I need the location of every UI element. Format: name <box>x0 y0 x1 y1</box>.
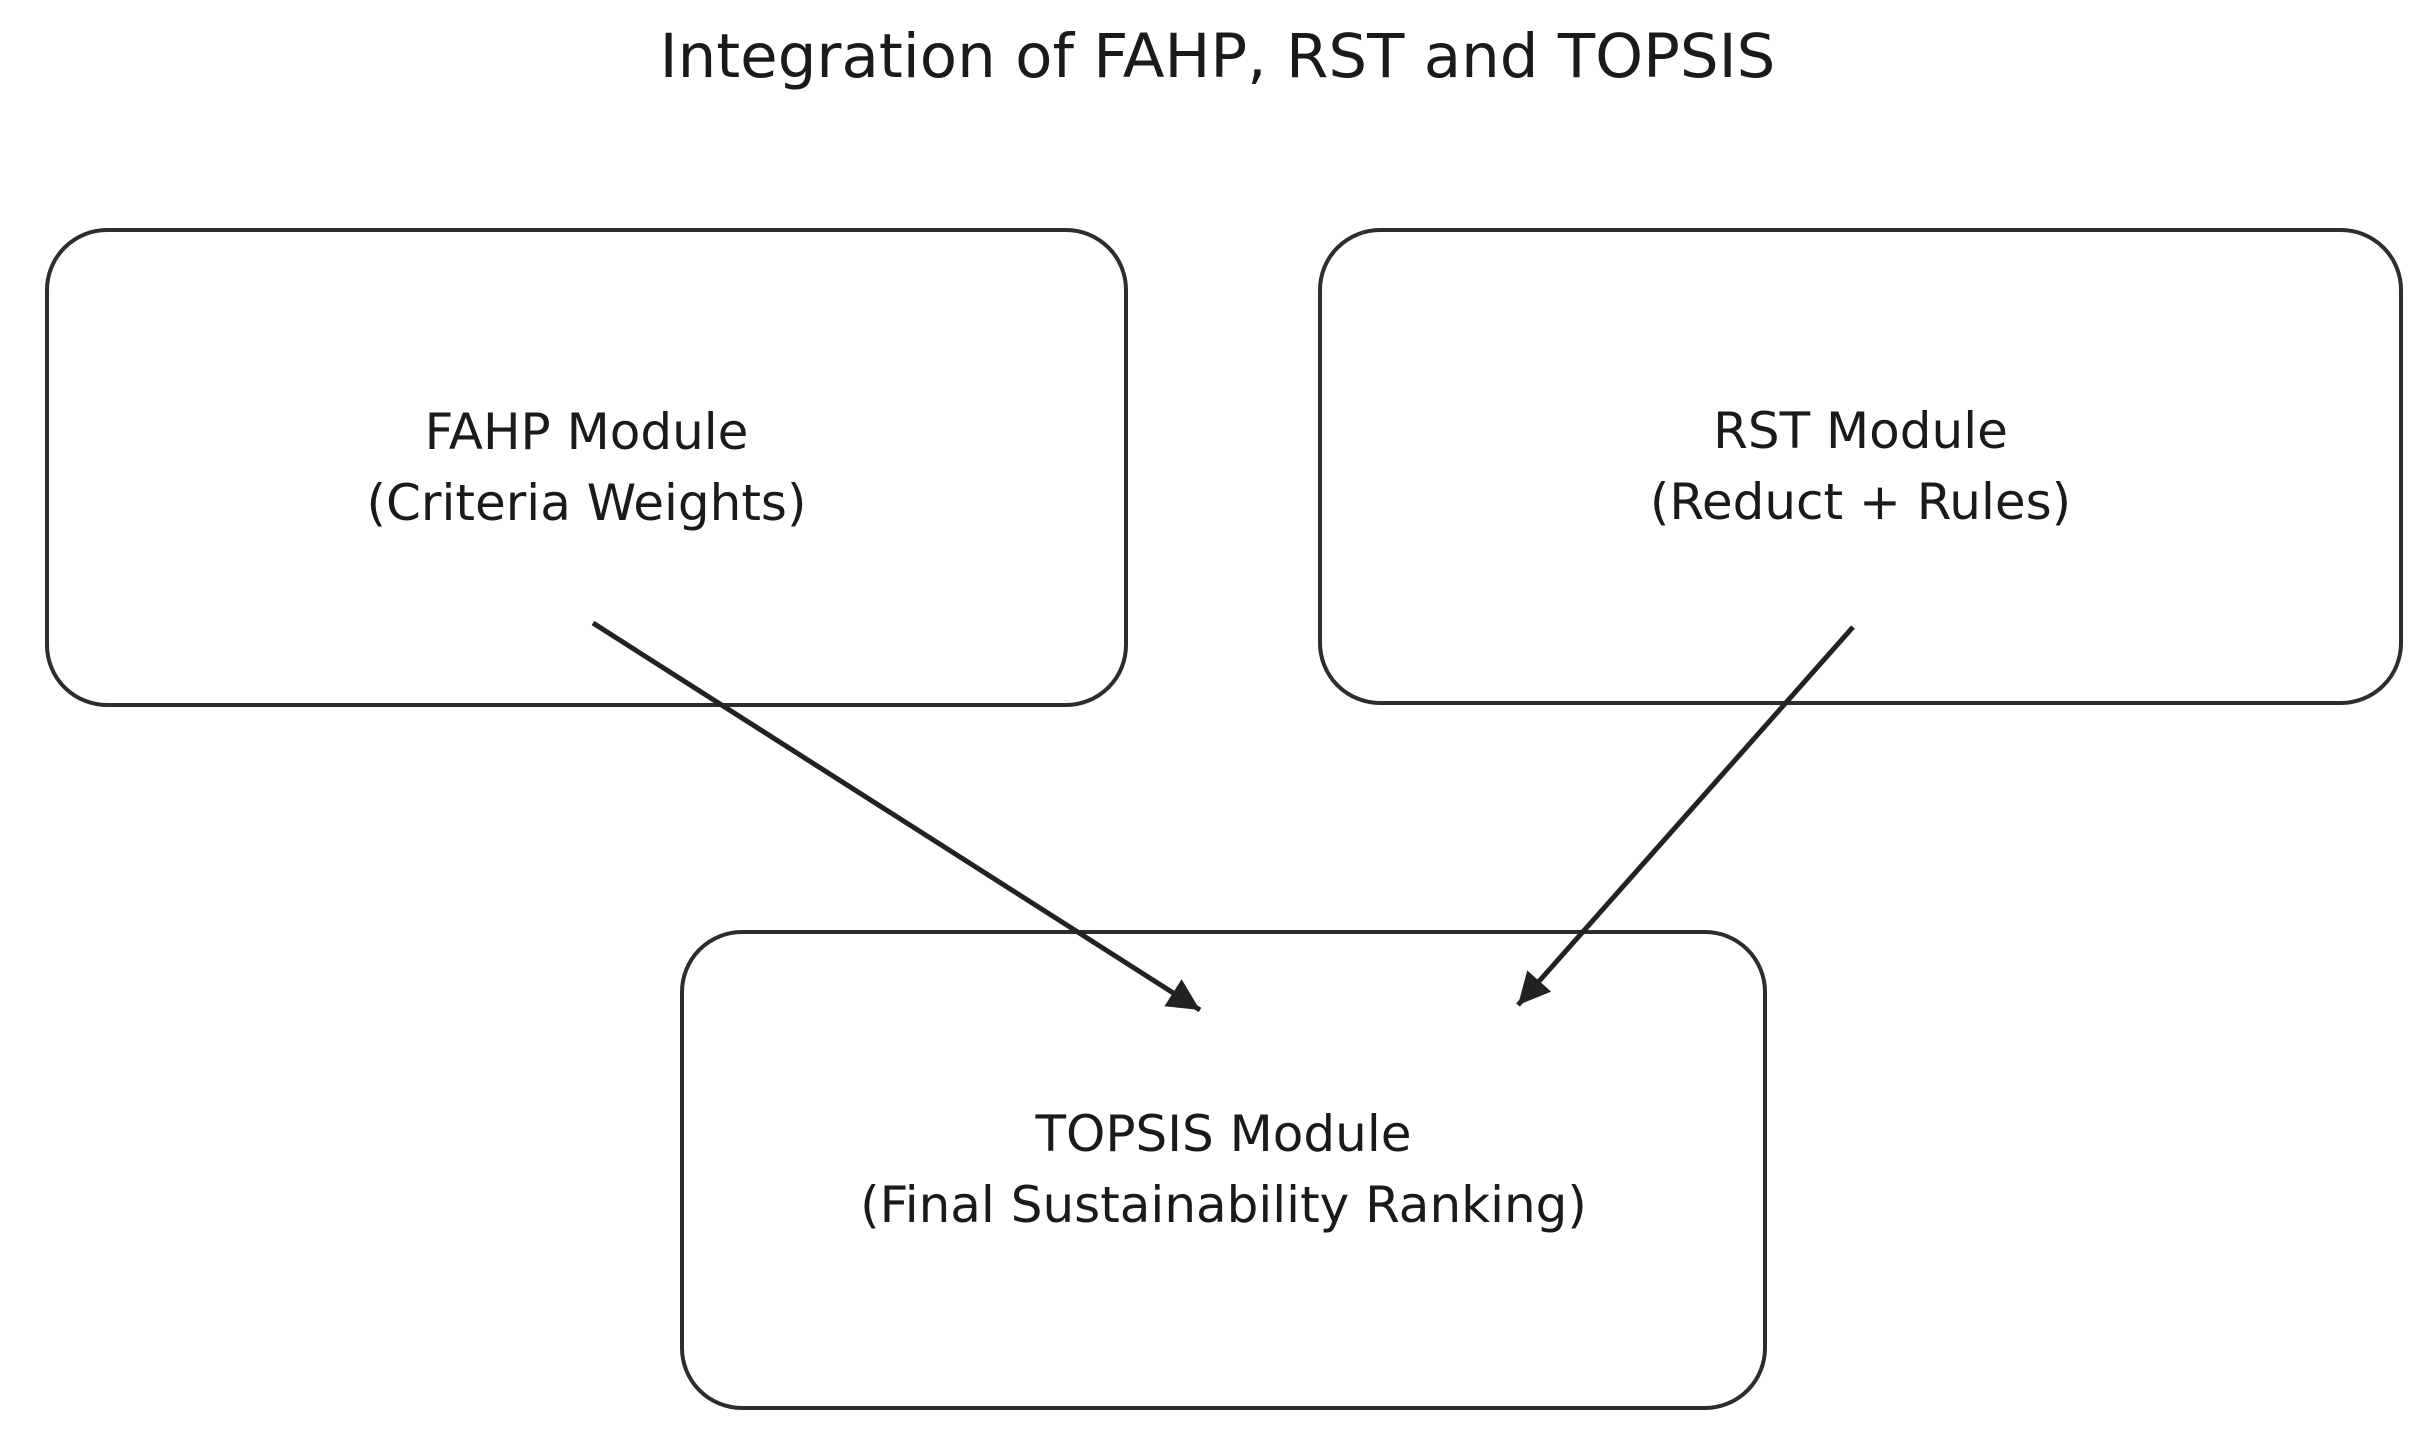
node-fahp-label-line1: FAHP Module <box>424 402 749 461</box>
node-rst-module: RST Module (Reduct + Rules) <box>1318 228 2403 705</box>
node-fahp-label-line2: (Criteria Weights) <box>366 473 807 532</box>
node-topsis-label-line2: (Final Sustainability Ranking) <box>860 1176 1587 1234</box>
node-rst-label-line2: (Reduct + Rules) <box>1649 472 2072 531</box>
node-rst-label-line1: RST Module <box>1713 401 2008 460</box>
node-fahp-module: FAHP Module (Criteria Weights) <box>45 228 1128 707</box>
node-topsis-label-line1: TOPSIS Module <box>1035 1105 1412 1163</box>
node-topsis-module: TOPSIS Module (Final Sustainability Rank… <box>680 930 1767 1410</box>
diagram-title: Integration of FAHP, RST and TOPSIS <box>659 21 1776 92</box>
